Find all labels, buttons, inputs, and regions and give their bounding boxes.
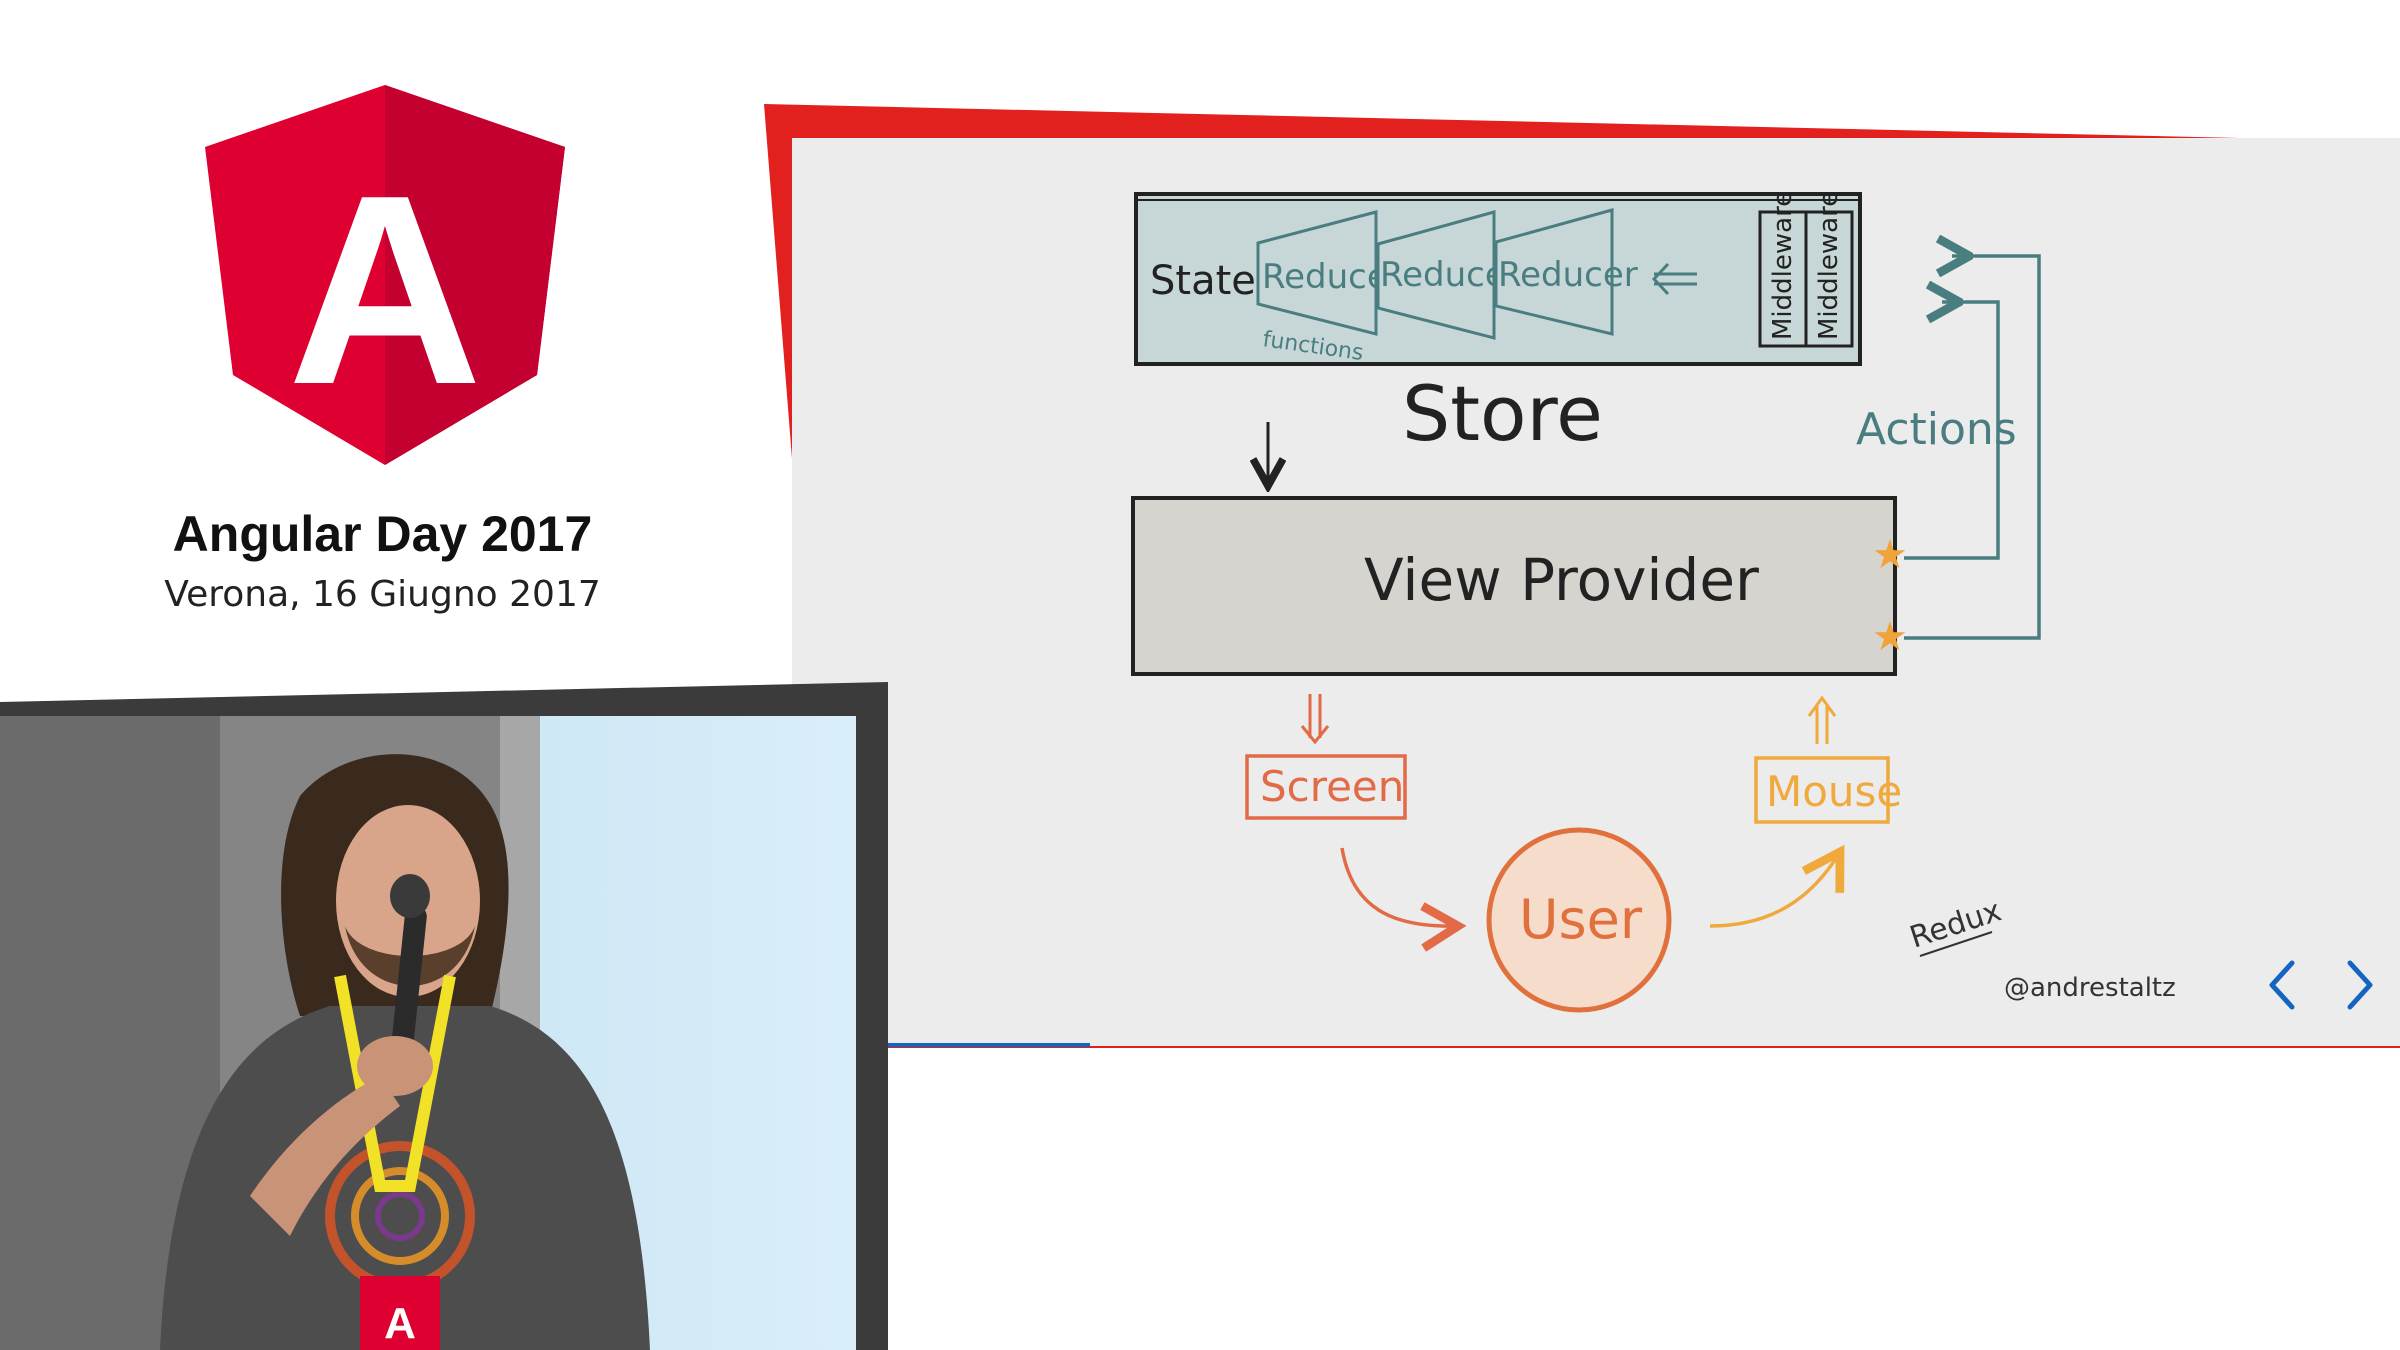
- screen-to-user-arrow: [1340, 847, 1458, 926]
- speaker-video: A: [0, 716, 856, 1350]
- svg-text:A: A: [384, 1299, 416, 1348]
- svg-text:Middleware: Middleware: [1768, 191, 1798, 340]
- user-circle: [1486, 827, 1672, 1013]
- slide: State Reducer Reducer Reducer functions …: [792, 138, 2400, 1046]
- next-slide-button[interactable]: [2330, 950, 2390, 1020]
- mouse-box: [1754, 756, 1890, 824]
- redux-caption: Redux: [1906, 893, 2006, 955]
- author-credit: @andrestaltz: [2004, 973, 2176, 1003]
- screen-label: Screen: [1260, 762, 1404, 811]
- previous-slide-button[interactable]: [2252, 950, 2312, 1020]
- chevron-left-icon: [2269, 960, 2295, 1010]
- user-label: User: [1519, 888, 1643, 951]
- angular-logo: A: [205, 85, 565, 465]
- attendee-badge: [360, 1276, 440, 1350]
- slide-progress-bar: [870, 1043, 1090, 1047]
- view-to-screen-arrow: [1300, 694, 1330, 745]
- event-title: Angular Day 2017: [172, 506, 593, 562]
- view-provider-label: View Provider: [1364, 546, 1759, 614]
- store-inner-arrow: [1651, 262, 1697, 296]
- svg-text:Middleware: Middleware: [1814, 191, 1844, 340]
- reducer-3: Reducer: [1494, 208, 1638, 336]
- screen-box: [1245, 754, 1407, 820]
- store-label: Store: [1402, 369, 1603, 458]
- mouse-label: Mouse: [1766, 767, 1902, 816]
- actions-label: Actions: [1856, 404, 2017, 455]
- redux-diagram: State Reducer Reducer Reducer functions …: [1131, 191, 2176, 1013]
- chevron-right-icon: [2347, 960, 2373, 1010]
- user-to-mouse-arrow: [1709, 852, 1840, 928]
- mouse-to-view-arrow: [1807, 695, 1837, 744]
- middleware-2: Middleware: [1804, 191, 1854, 348]
- star-icon: ★: [1872, 614, 1908, 660]
- middleware-1: Middleware: [1758, 191, 1808, 348]
- angular-logo-letter: A: [288, 140, 483, 441]
- state-label: State: [1150, 258, 1256, 304]
- star-icon: ★: [1872, 532, 1908, 578]
- event-subtitle: Verona, 16 Giugno 2017: [164, 574, 601, 615]
- actions-arrows: [1904, 256, 2041, 640]
- speaker-figure: A: [0, 716, 650, 1350]
- view-provider-box: [1131, 496, 1897, 676]
- svg-text:Reducer: Reducer: [1498, 255, 1638, 295]
